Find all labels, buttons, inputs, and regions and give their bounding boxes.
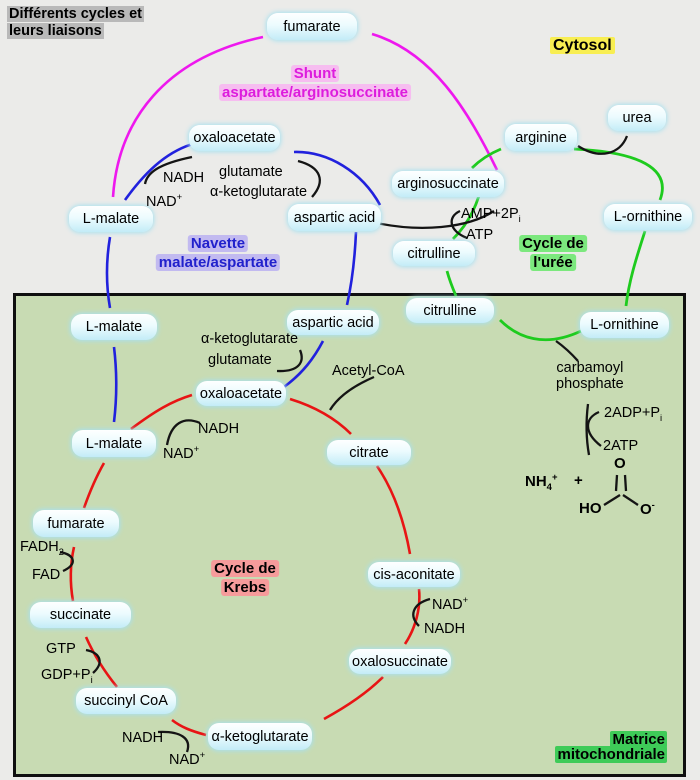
arrow-uree-arginine-to-ornithine [573, 147, 664, 201]
node-l-malate-matrix: L-malate [71, 314, 157, 340]
node-alpha-ketoglutarate: α-ketoglutarate [208, 723, 312, 750]
node-citrulline-matrix: citrulline [406, 298, 494, 323]
shunt-label: Shunt aspartate/arginosuccinate [219, 64, 411, 102]
node-aspartic-acid-cytosol: aspartic acid [288, 204, 381, 231]
bicarbonate-o-minus: O- [640, 500, 655, 518]
arrow-shunt-to-fumarate [371, 32, 499, 171]
cofactor-akg-matrix: α-ketoglutarate [201, 331, 299, 347]
node-arginine: arginine [505, 124, 577, 151]
node-urea: urea [608, 105, 666, 131]
node-fumarate-krebs: fumarate [33, 510, 119, 537]
node-l-malate-cytosol: L-malate [69, 206, 153, 232]
uree-cycle-label: Cycle de l'urée [519, 234, 587, 272]
cofactor-gtp: GTP [46, 641, 76, 657]
cofactor-atp: ATP [466, 227, 494, 243]
node-arginosuccinate: arginosuccinate [392, 171, 504, 197]
title-line2: leurs liaisons [7, 23, 104, 39]
navette-label: Navette malate/aspartate [155, 234, 281, 272]
node-succinate: succinate [30, 602, 131, 628]
title-line1: Différents cycles et [7, 6, 144, 22]
arrow-arginine-to-urea [577, 135, 629, 155]
cofactor-nadh-oaa: NADH [198, 421, 240, 437]
cofactor-nad-oaa: NAD+ [163, 444, 200, 462]
cofactor-glutamate-matrix: glutamate [208, 352, 272, 368]
cofactor-fadh2: FADH2 [20, 539, 64, 558]
node-oxaloacetate-cytosol: oxaloacetate [189, 125, 280, 151]
cofactor-2adp-pi: 2ADP+Pi [604, 405, 663, 424]
node-l-ornithine-matrix: L-ornithine [580, 312, 669, 338]
cofactor-nadh-ketoglutarate: NADH [122, 730, 164, 746]
cytosol-region-label: Cytosol [550, 37, 615, 55]
node-fumarate-cytosol: fumarate [267, 13, 357, 40]
cofactor-nadh-cytosol: NADH [163, 170, 205, 186]
cofactor-gdp-pi: GDP+Pi [41, 667, 93, 686]
krebs-cycle-label: Cycle de Krebs [211, 559, 279, 597]
cofactor-akg-cytosol: α-ketoglutarate [210, 184, 308, 200]
diagram-title: Différents cycles et leurs liaisons [7, 6, 144, 40]
cofactor-amp-2pi: AMP+2Pi [461, 206, 521, 225]
arrow-uree-arginosuccinate-to-arginine [471, 147, 502, 169]
cofactor-nadh-cisaconitate: NADH [424, 621, 466, 637]
bicarbonate-ho: HO [579, 500, 602, 517]
cofactor-fad: FAD [32, 567, 61, 583]
cofactor-nad-cisaconitate: NAD+ [432, 595, 469, 613]
node-oxaloacetate-matrix: oxaloacetate [196, 381, 286, 406]
bicarbonate-o-top: O [614, 455, 626, 472]
node-succinyl-coa: succinyl CoA [76, 688, 176, 714]
node-cis-aconitate: cis-aconitate [368, 562, 460, 587]
nh4-ion: NH4+ [525, 472, 558, 493]
cofactor-acetyl-coa: Acetyl-CoA [332, 363, 405, 379]
node-l-ornithine-cytosol: L-ornithine [604, 204, 692, 230]
node-citrate: citrate [327, 440, 411, 465]
cofactor-glutamate-cytosol: glutamate [219, 164, 283, 180]
node-aspartic-acid-matrix: aspartic acid [287, 310, 379, 335]
cofactor-2atp: 2ATP [603, 438, 639, 454]
node-l-malate-krebs: L-malate [72, 430, 156, 457]
cofactor-nad-cytosol: NAD+ [146, 192, 183, 210]
cofactor-nad-ketoglutarate: NAD+ [169, 750, 206, 768]
node-citrulline-cytosol: citrulline [393, 241, 475, 266]
plus-sign: + [574, 472, 583, 489]
node-oxalosuccinate: oxalosuccinate [349, 649, 451, 674]
matrix-region-label: Matrice mitochondriale [555, 731, 667, 763]
